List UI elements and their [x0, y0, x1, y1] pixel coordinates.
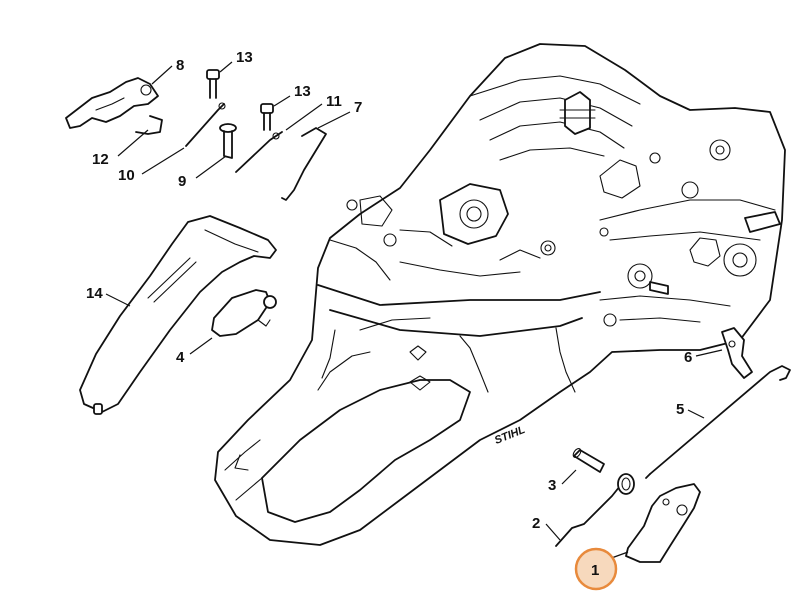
callout-5: 5 [676, 401, 684, 418]
part-13-screw-a [206, 69, 220, 99]
callout-3: 3 [548, 477, 556, 494]
part-2-spring [555, 473, 635, 547]
callout-13: 13 [236, 49, 253, 66]
part-10-rod [185, 103, 225, 147]
part-5-rod [649, 365, 791, 475]
leader-lines [105, 61, 723, 561]
callout-2: 2 [532, 515, 540, 532]
callout-4: 4 [176, 349, 185, 366]
callout-13: 13 [294, 83, 311, 100]
callout-10: 10 [118, 167, 135, 184]
part-1-trigger [625, 483, 701, 563]
part-13-screw-b [260, 103, 274, 131]
part-9-pin [219, 123, 237, 159]
callout-11: 11 [326, 93, 342, 110]
main-housing: STIHL [214, 43, 786, 546]
highlight-circle [574, 547, 618, 591]
part-8-bracket [65, 77, 159, 129]
callout-8: 8 [176, 57, 184, 74]
callouts: 8 13 13 11 7 12 10 9 14 4 6 5 3 2 1 [86, 49, 692, 591]
callout-1: 1 [591, 562, 599, 579]
callout-14: 14 [86, 285, 103, 302]
callout-7: 7 [354, 99, 362, 116]
part-14-handle-cover [79, 215, 277, 415]
callout-12: 12 [92, 151, 109, 168]
part-7-wire [281, 127, 327, 201]
part-11-rod [235, 131, 283, 173]
part-3-pin [572, 448, 605, 473]
part-6-lever [721, 327, 753, 379]
part-12-clip [135, 115, 163, 135]
callout-1-highlighted[interactable]: 1 [574, 547, 618, 591]
callout-9: 9 [178, 173, 186, 190]
callout-6: 6 [684, 349, 692, 366]
part-4-catch [211, 289, 277, 337]
